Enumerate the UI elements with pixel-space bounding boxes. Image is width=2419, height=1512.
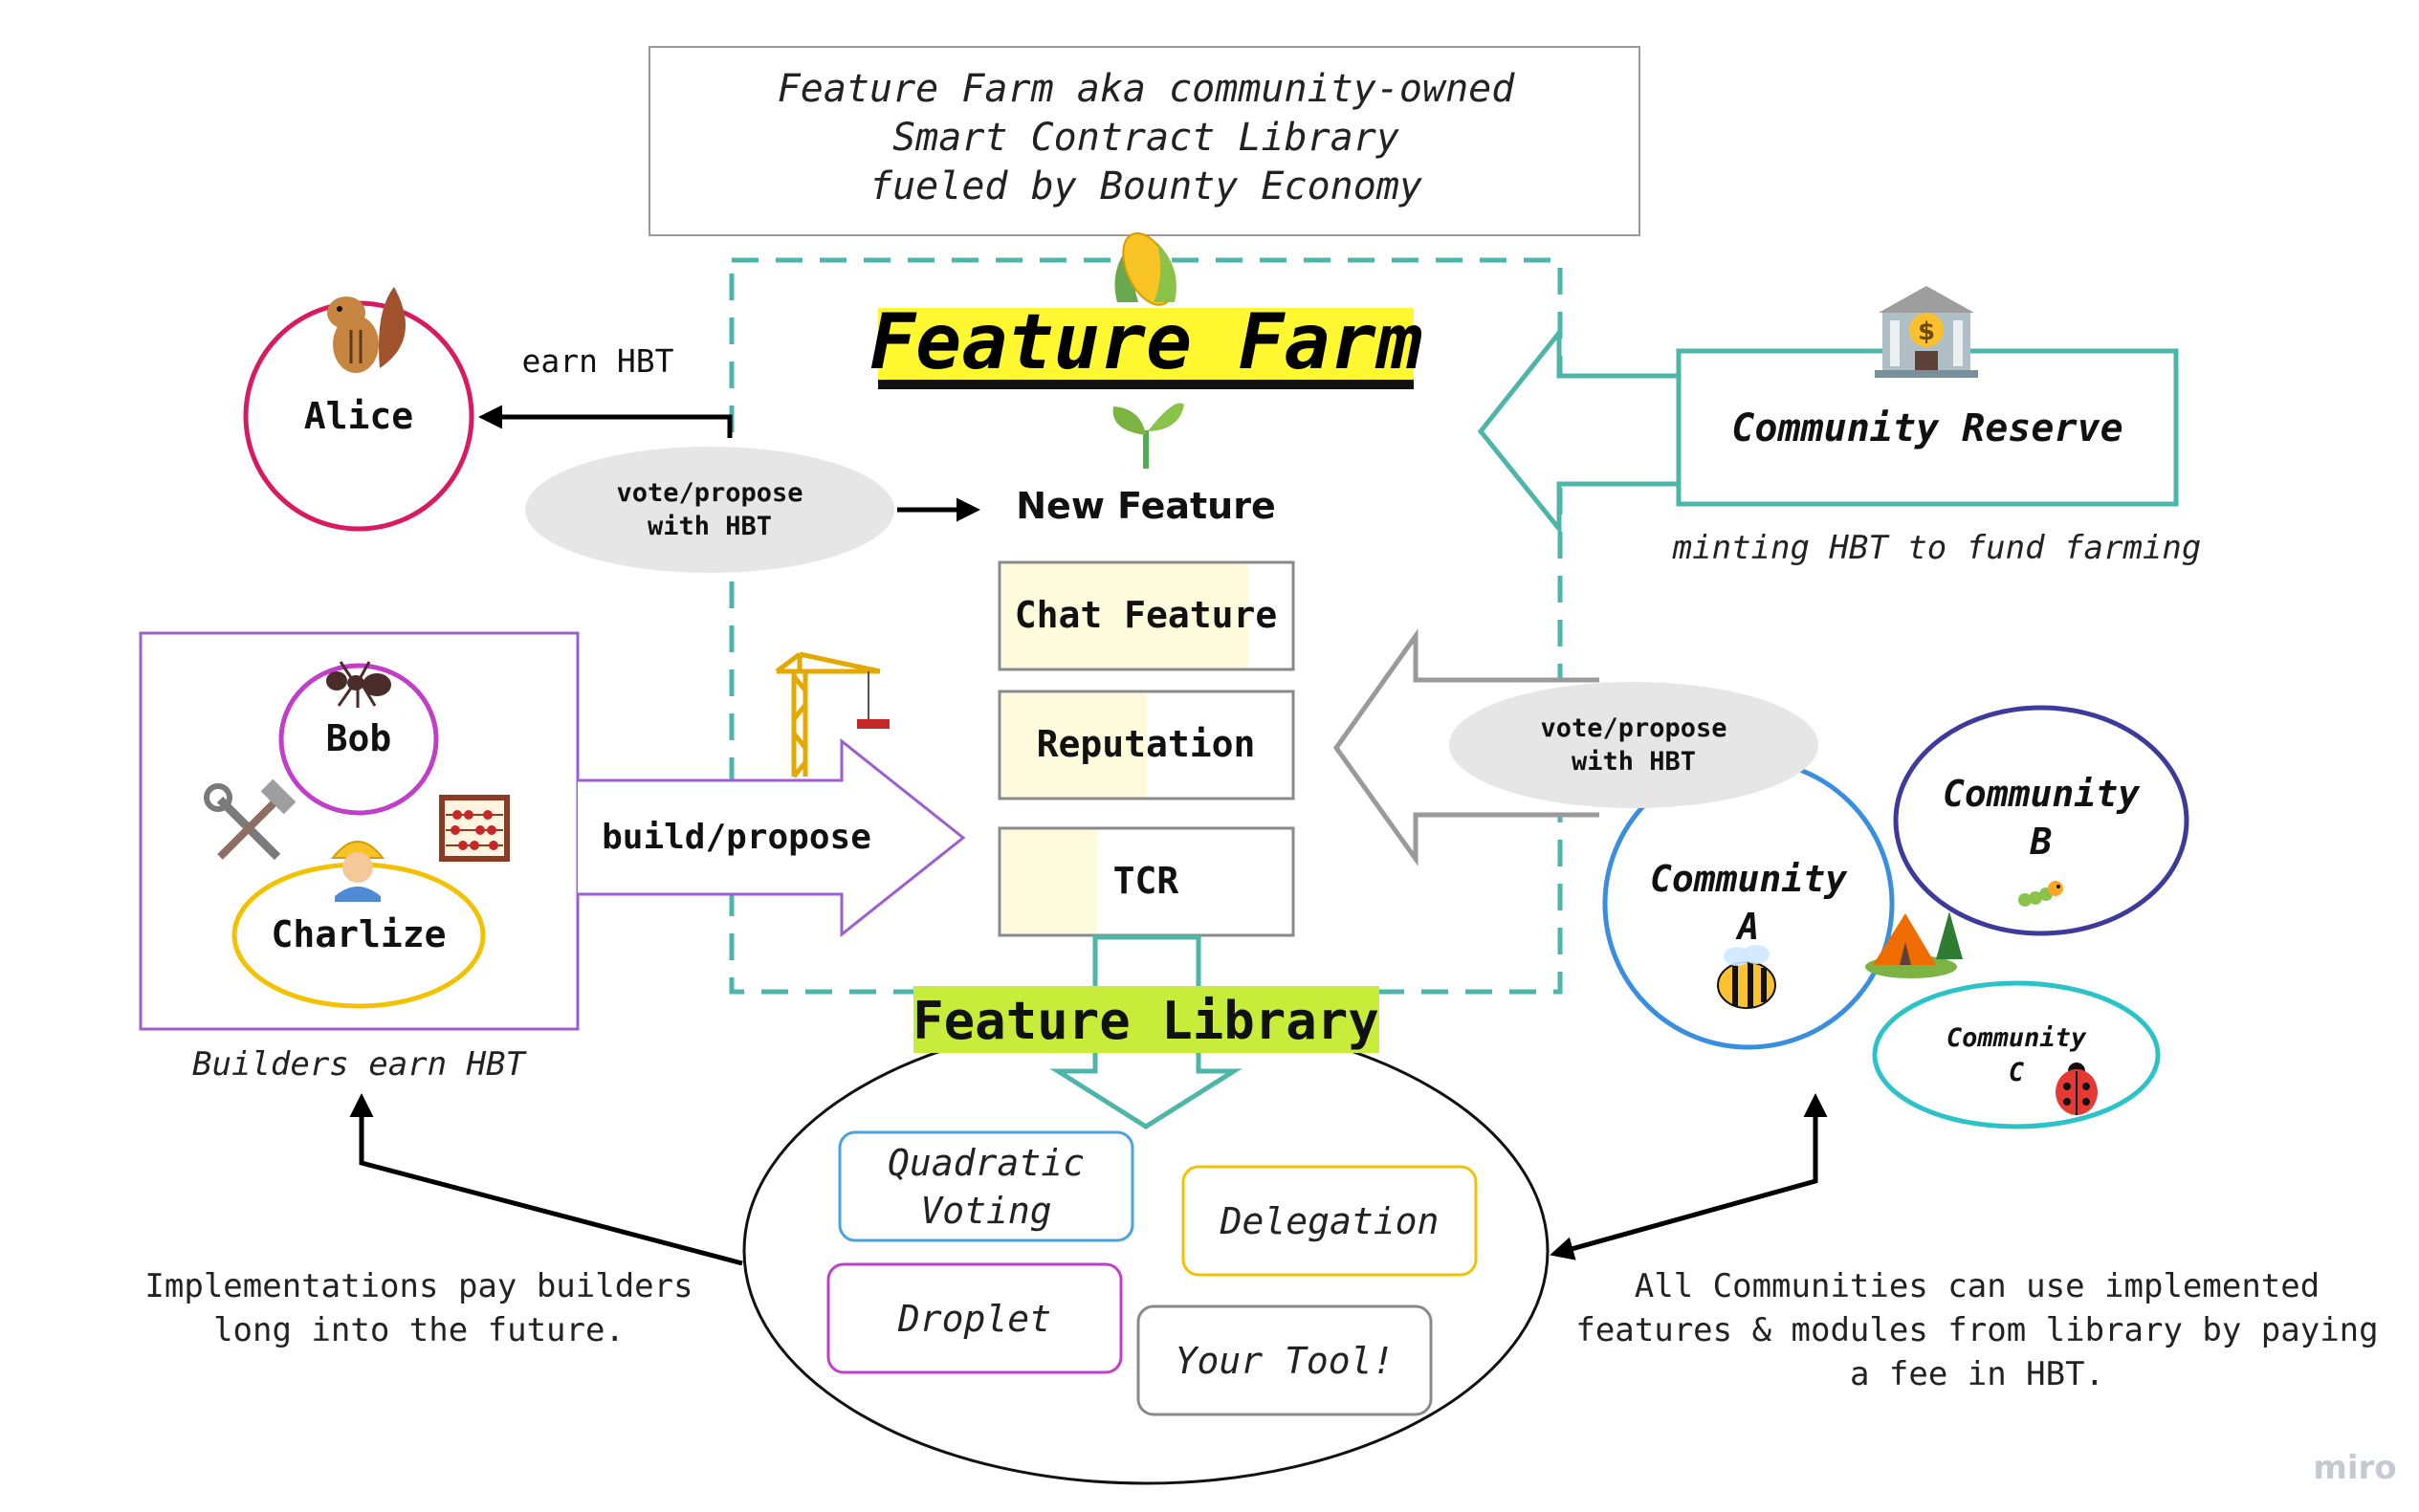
miro-watermark: miro bbox=[2313, 1449, 2396, 1487]
left-note-line2: long into the future. bbox=[213, 1311, 625, 1349]
module-quadratic-line2: Voting bbox=[920, 1190, 1051, 1232]
ant-icon bbox=[326, 661, 391, 708]
left-note-line1: Implementations pay builders bbox=[144, 1267, 693, 1305]
module-delegation-label: Delegation bbox=[1220, 1200, 1440, 1242]
feature-chat-label: Chat Feature bbox=[1015, 594, 1278, 636]
alice-name: Alice bbox=[304, 395, 413, 437]
earn-hbt-arrow bbox=[478, 405, 733, 438]
community-c-node[interactable]: Community C bbox=[1872, 980, 2161, 1129]
title-line-2: Smart Contract Library bbox=[892, 116, 1399, 160]
feature-tcr-label: TCR bbox=[1113, 860, 1179, 902]
reserve-caption: minting HBT to fund farming bbox=[1672, 529, 2202, 567]
community-b-line2: B bbox=[2030, 821, 2053, 863]
right-note-line2: features & modules from library by payin… bbox=[1575, 1311, 2378, 1349]
charlize-node[interactable]: Charlize bbox=[231, 862, 486, 1009]
bee-icon bbox=[1717, 945, 1776, 1009]
bank-icon: $ bbox=[1875, 286, 1978, 378]
module-droplet-label: Droplet bbox=[897, 1298, 1051, 1340]
module-droplet[interactable]: Droplet bbox=[826, 1262, 1123, 1374]
module-quadratic-voting[interactable]: Quadratic Voting bbox=[838, 1130, 1134, 1242]
ladybug-icon bbox=[2056, 1063, 2098, 1115]
alice-vote-line1: vote/propose bbox=[616, 478, 803, 508]
farm-heading: Feature Farm bbox=[869, 297, 1422, 389]
communities-vote-line1: vote/propose bbox=[1540, 713, 1726, 743]
community-a-node[interactable]: Community A bbox=[1602, 757, 1895, 1050]
title-box: Feature Farm aka community-owned Smart C… bbox=[649, 46, 1640, 236]
tent-icon bbox=[1865, 911, 1963, 978]
communities-usage-arrow[interactable] bbox=[1550, 1093, 1828, 1260]
communities-vote-line2: with HBT bbox=[1572, 747, 1696, 777]
new-feature-label: New Feature bbox=[1016, 485, 1275, 527]
chipmunk-icon bbox=[327, 287, 406, 373]
title-line-3: fueled by Bounty Economy bbox=[869, 164, 1422, 208]
module-your-tool[interactable]: Your Tool! bbox=[1136, 1304, 1433, 1416]
alice-vote-bubble: vote/propose with HBT bbox=[525, 447, 894, 573]
build-propose-arrow: build/propose bbox=[578, 737, 966, 938]
feature-chat[interactable]: Chat Feature bbox=[998, 560, 1295, 671]
reserve-arrow bbox=[1477, 325, 1682, 537]
community-a-line1: Community bbox=[1650, 858, 1848, 900]
feature-tcr[interactable]: TCR bbox=[998, 826, 1295, 937]
feature-list: Chat Feature Reputation TCR bbox=[998, 560, 1295, 937]
title-line-1: Feature Farm aka community-owned bbox=[778, 67, 1516, 111]
abacus-icon bbox=[439, 795, 510, 862]
construction-worker-icon bbox=[330, 841, 385, 902]
communities-vote-bubble: vote/propose with HBT bbox=[1449, 682, 1818, 808]
charlize-name: Charlize bbox=[271, 913, 446, 955]
farm-heading-text: Feature Farm bbox=[869, 297, 1422, 386]
community-c-line2: C bbox=[2009, 1058, 2025, 1087]
right-note-line1: All Communities can use implemented bbox=[1635, 1267, 2320, 1305]
bob-node[interactable]: Bob bbox=[278, 663, 439, 816]
community-b-node[interactable]: Community B bbox=[1893, 705, 2189, 936]
seedling-icon bbox=[1112, 403, 1184, 469]
earn-hbt-label: earn HBT bbox=[522, 342, 674, 380]
feature-reputation-label: Reputation bbox=[1037, 723, 1256, 765]
corn-icon bbox=[1114, 231, 1177, 306]
svg-text:$: $ bbox=[1918, 318, 1935, 346]
crane-icon bbox=[775, 651, 890, 778]
community-reserve-name: Community Reserve bbox=[1731, 406, 2122, 450]
community-a-line2: A bbox=[1735, 906, 1760, 948]
library-label-text: Feature Library bbox=[913, 991, 1379, 1051]
feature-reputation[interactable]: Reputation bbox=[998, 690, 1295, 800]
alice-vote-line2: with HBT bbox=[648, 512, 772, 541]
build-propose-label: build/propose bbox=[602, 818, 871, 857]
module-your-tool-label: Your Tool! bbox=[1176, 1340, 1395, 1382]
community-b-line1: Community bbox=[1943, 773, 2141, 815]
bob-name: Bob bbox=[326, 717, 392, 759]
library-label: Feature Library bbox=[913, 986, 1379, 1053]
community-c-line1: Community bbox=[1946, 1023, 2087, 1053]
module-quadratic-line1: Quadratic bbox=[888, 1142, 1085, 1184]
builders-caption: Builders earn HBT bbox=[192, 1045, 528, 1084]
module-delegation[interactable]: Delegation bbox=[1181, 1165, 1478, 1277]
builders-payout-arrow bbox=[349, 1093, 743, 1266]
caterpillar-icon bbox=[2018, 881, 2063, 907]
hammer-wrench-icon bbox=[204, 778, 297, 861]
right-note-line3: a fee in HBT. bbox=[1850, 1355, 2104, 1393]
